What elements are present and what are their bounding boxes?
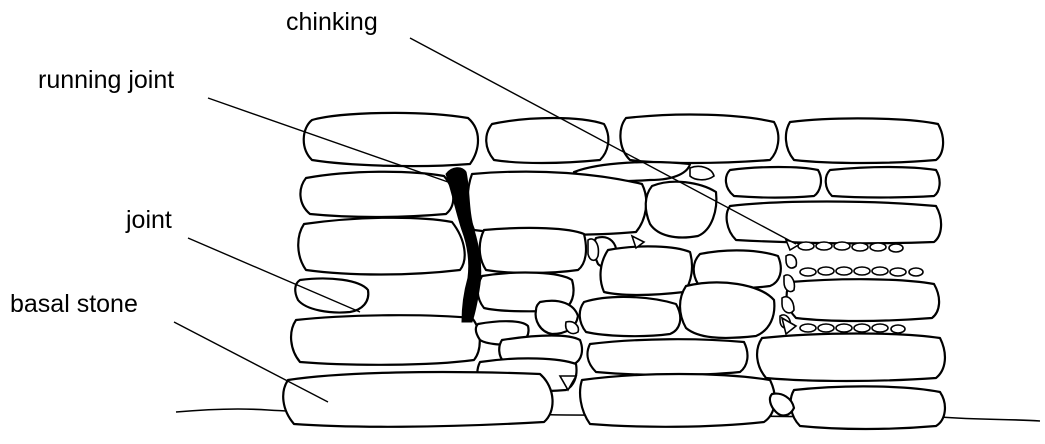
label-basal-stone: basal stone <box>10 290 138 318</box>
label-joint: joint <box>125 206 172 234</box>
label-chinking: chinking <box>286 8 378 36</box>
label-running-joint: running joint <box>38 66 174 94</box>
